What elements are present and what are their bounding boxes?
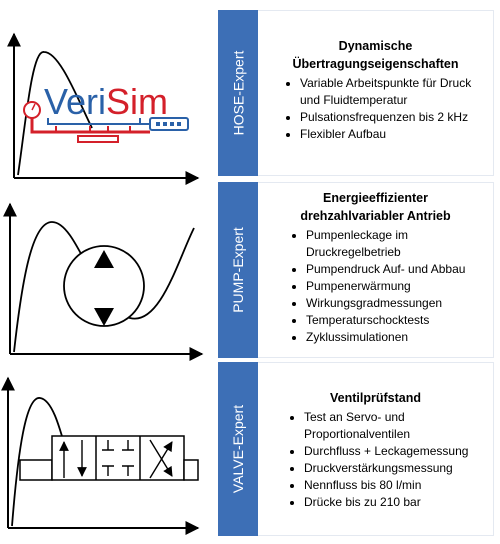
hose-chart — [6, 32, 200, 185]
logo-text-veri: Veri — [44, 81, 106, 122]
pump-arrow-down-icon — [94, 308, 114, 326]
tab-hose-label: HOSE-Expert — [230, 50, 246, 136]
hose-feature-list: Variable Arbeitspunkte für Druck und Flu… — [258, 75, 493, 143]
tab-valve-expert: VALVE-Expert — [218, 362, 258, 536]
list-item: Pumpenleckage im Druckregelbetrieb — [306, 227, 493, 261]
list-item: Pulsationsfrequenzen bis 2 kHz — [300, 109, 493, 126]
panel-hose: Dynamische Übertragungseigenschaften Var… — [258, 10, 494, 176]
tab-hose-expert: HOSE-Expert — [218, 10, 258, 176]
list-item: Pumpendruck Auf- und Abbau — [306, 261, 493, 278]
tab-pump-expert: PUMP-Expert — [218, 182, 258, 358]
hose-heading: Dynamische Übertragungseigenschaften — [292, 39, 459, 71]
list-item: Zyklussimulationen — [306, 329, 493, 346]
list-item: Test an Servo- und Proportionalventilen — [304, 409, 493, 443]
list-item: Variable Arbeitspunkte für Druck und Flu… — [300, 75, 493, 109]
logo-display-icon — [149, 117, 189, 131]
valve-feature-list: Test an Servo- und Proportionalventilen … — [258, 409, 493, 511]
pump-heading: Energieeffizienter drehzahlvariabler Ant… — [300, 191, 451, 223]
logo-hose-block — [77, 135, 119, 143]
valve-symbol — [19, 435, 199, 481]
tab-pump-label: PUMP-Expert — [230, 227, 247, 313]
panel-pump: Energieeffizienter drehzahlvariabler Ant… — [258, 182, 494, 358]
logo-text-sim: Sim — [106, 81, 168, 122]
list-item: Temperaturschocktests — [306, 312, 493, 329]
list-item: Drücke bis zu 210 bar — [304, 494, 493, 511]
list-item: Wirkungsgradmessungen — [306, 295, 493, 312]
pump-chart — [2, 202, 204, 361]
panel-valve: Ventilprüfstand Test an Servo- und Propo… — [258, 362, 494, 536]
list-item: Nennfluss bis 80 l/min — [304, 477, 493, 494]
pump-feature-list: Pumpenleckage im Druckregelbetrieb Pumpe… — [258, 227, 493, 346]
list-item: Durchfluss + Leckagemessung — [304, 443, 493, 460]
valve-chart — [0, 376, 200, 535]
list-item: Flexibler Aufbau — [300, 126, 493, 143]
hose-curve — [17, 51, 93, 176]
tab-valve-label: VALVE-Expert — [230, 404, 246, 494]
verisim-logo: VeriSim — [23, 81, 189, 143]
list-item: Pumpenerwärmung — [306, 278, 493, 295]
list-item: Druckverstärkungsmessung — [304, 460, 493, 477]
valve-heading: Ventilprüfstand — [330, 391, 421, 405]
svg-text:VeriSim: VeriSim — [44, 81, 168, 122]
pump-arrow-up-icon — [94, 250, 114, 268]
